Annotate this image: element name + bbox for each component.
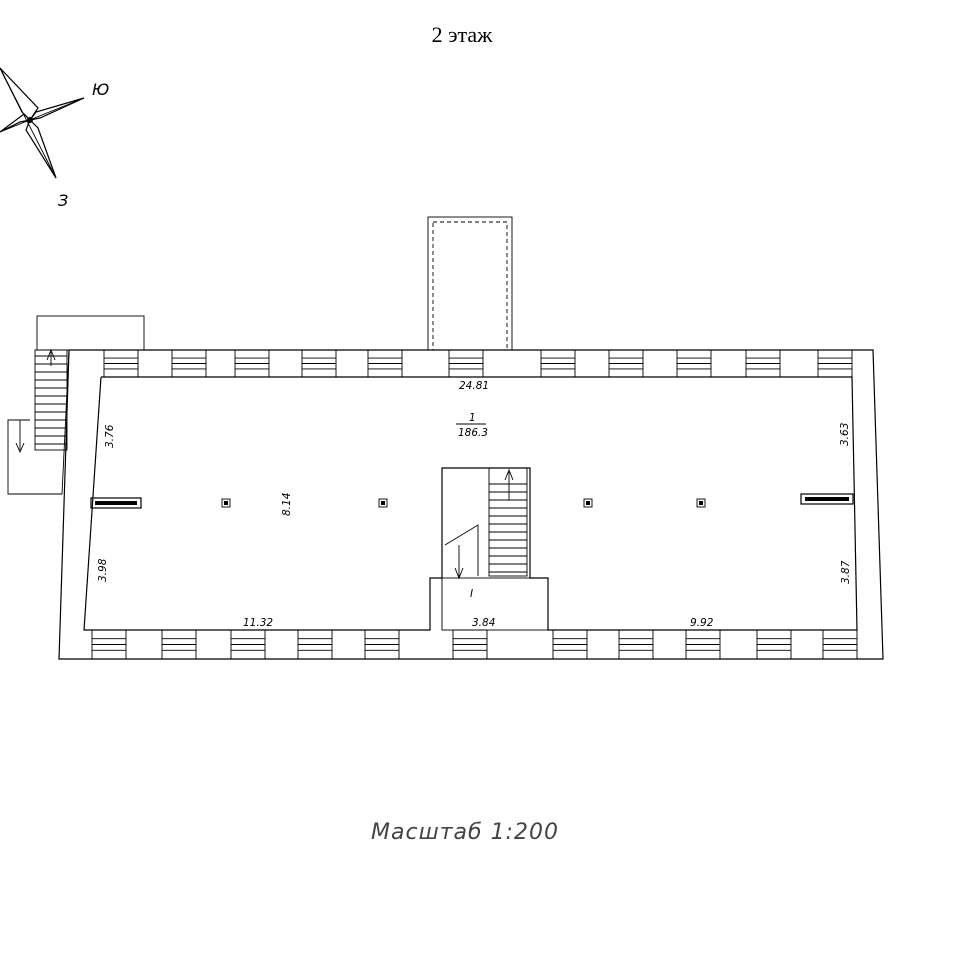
compass-south-label: Ю xyxy=(92,80,109,99)
dim-top-length: 24.81 xyxy=(459,380,489,392)
columns xyxy=(221,498,706,508)
window xyxy=(685,629,721,660)
dim-bottom-mid: 3.84 xyxy=(472,617,495,629)
stair-label: I xyxy=(470,588,473,600)
dim-left-lower: 3.98 xyxy=(97,558,109,582)
window xyxy=(745,349,781,378)
window xyxy=(171,349,207,378)
window xyxy=(161,629,197,660)
room-label: 1 186.3 xyxy=(456,412,488,439)
dim-bottom-right: 9.92 xyxy=(690,617,714,629)
window xyxy=(367,349,403,378)
scale-label: Масштаб 1:200 xyxy=(371,820,559,845)
windows xyxy=(91,349,858,660)
left-stair-annex xyxy=(7,315,145,495)
dim-depth: 8.14 xyxy=(281,493,293,516)
window xyxy=(822,629,858,660)
window xyxy=(230,629,266,660)
window xyxy=(676,349,712,378)
window xyxy=(817,349,853,378)
dim-right-upper: 3.63 xyxy=(839,423,851,446)
window xyxy=(91,629,127,660)
dim-bottom-left: 11.32 xyxy=(243,617,273,629)
dim-right-lower: 3.87 xyxy=(840,560,852,584)
dimensions: 24.81 3.76 3.63 8.14 3.98 3.87 11.32 3.8… xyxy=(97,380,852,629)
window xyxy=(234,349,270,378)
inner-stair: I xyxy=(441,467,549,631)
compass-west-label: З xyxy=(58,191,68,210)
window xyxy=(448,349,484,378)
top-annex xyxy=(427,216,513,351)
room-area: 186.3 xyxy=(458,427,488,439)
dim-left-upper: 3.76 xyxy=(104,424,116,448)
window xyxy=(618,629,654,660)
window xyxy=(540,349,576,378)
window xyxy=(364,629,400,660)
window xyxy=(452,629,488,660)
compass-rose: Ю З xyxy=(0,67,109,210)
window xyxy=(103,349,139,378)
window xyxy=(301,349,337,378)
window xyxy=(608,349,644,378)
window xyxy=(297,629,333,660)
window xyxy=(552,629,588,660)
radiators xyxy=(90,493,854,509)
window xyxy=(756,629,792,660)
outer-walls xyxy=(58,349,884,660)
room-number: 1 xyxy=(469,412,476,424)
floor-title: 2 этаж xyxy=(431,22,493,47)
